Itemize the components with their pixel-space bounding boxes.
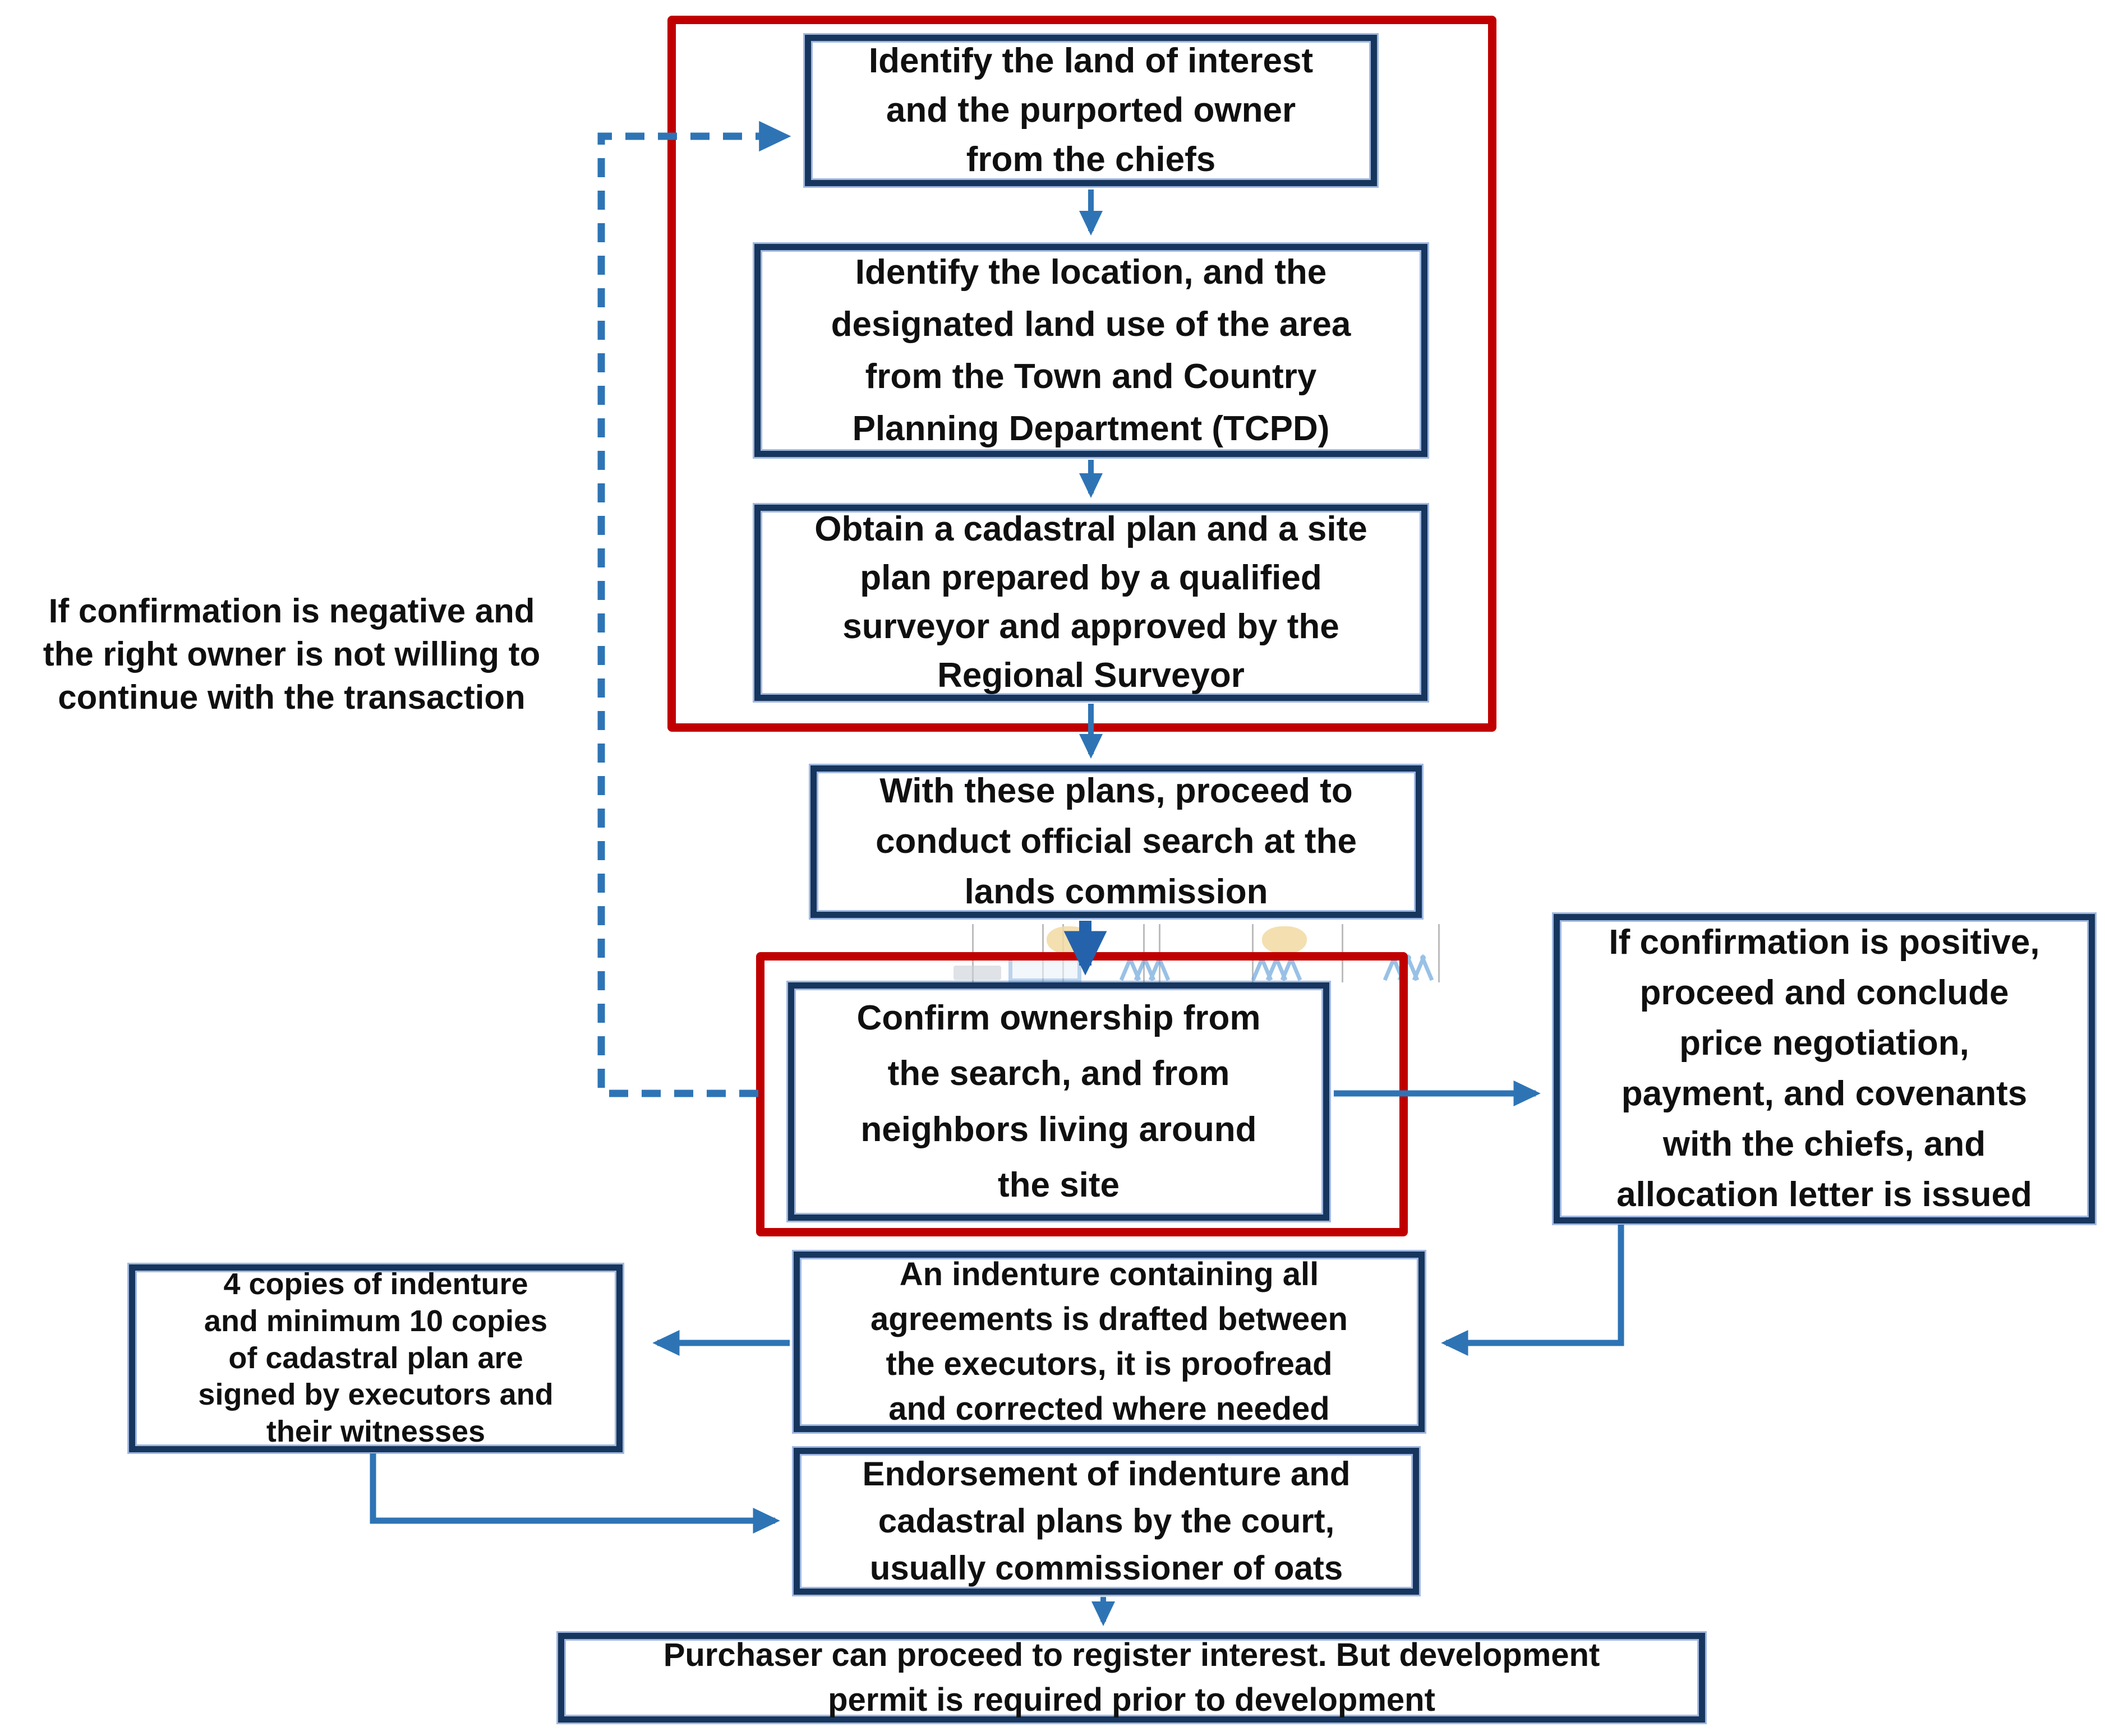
flow-step-copies-signed: 4 copies of indenture and minimum 10 cop… [129,1264,623,1452]
flow-step-indenture-drafted: An indenture containing all agreements i… [794,1252,1425,1432]
flow-step-confirmation-positive: If confirmation is positive, proceed and… [1554,914,2095,1223]
flow-step-register-interest: Purchaser can proceed to register intere… [558,1633,1705,1723]
flow-step-official-search: With these plans, proceed to conduct off… [810,765,1422,918]
flow-step-endorsement: Endorsement of indenture and cadastral p… [794,1448,1419,1595]
flow-step-confirm-ownership: Confirm ownership from the search, and f… [788,982,1329,1221]
flow-step-obtain-cadastral-plan: Obtain a cadastral plan and a site plan … [754,505,1427,701]
ghost-column-line [1438,924,1440,982]
ghost-yellow-blob [1262,926,1307,954]
ghost-gray-blob [954,966,1001,980]
flow-step-identify-land: Identify the land of interest and the pu… [805,35,1377,186]
flow-step-identify-location: Identify the location, and the designate… [754,244,1427,457]
arrow-positive-to-indenture [1441,1225,1624,1356]
highlight-frame-initial-steps [667,16,1496,732]
label-confirmation-negative: If confirmation is negative and the righ… [43,592,541,716]
ghost-yellow-blob [1047,926,1091,954]
arrow-copies-to-endorsement [370,1453,780,1534]
